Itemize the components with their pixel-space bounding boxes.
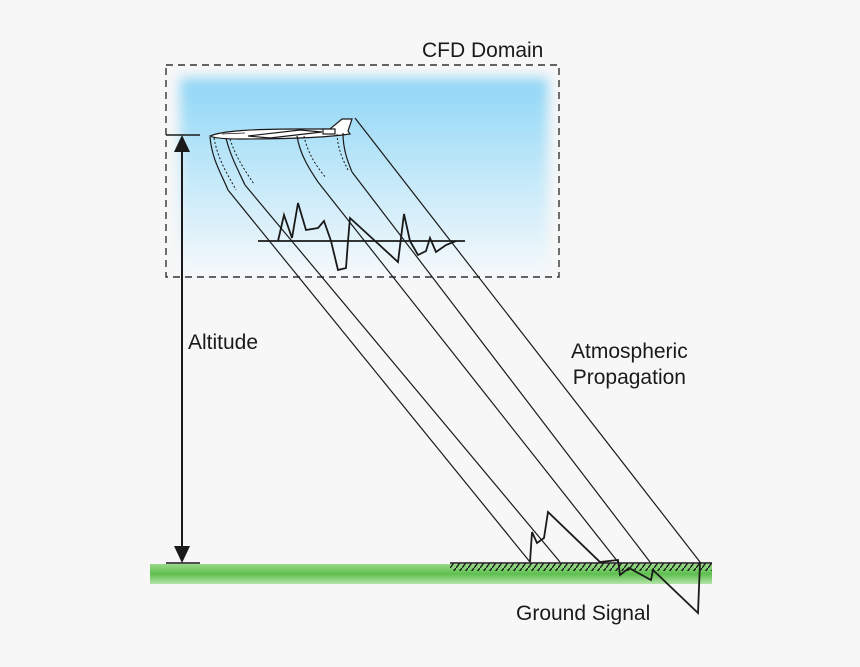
ground-hatch [450, 563, 712, 571]
near-field-shocks [209, 132, 353, 191]
atmospheric-propagation-label: Atmospheric Propagation [571, 339, 688, 392]
altitude-arrow [166, 134, 200, 564]
sky-gradient [180, 78, 548, 274]
cfd-domain-boundary [165, 64, 560, 278]
near-field-signature [258, 202, 465, 272]
ground-signature [529, 510, 701, 616]
altitude-label: Altitude [188, 331, 259, 354]
atmospheric-propagation-line2: Propagation [572, 366, 686, 390]
cfd-domain-label: CFD Domain [422, 39, 544, 62]
near-field-shocks-dotted [213, 133, 349, 191]
ground-signal-label: Ground Signal [516, 602, 651, 625]
atmospheric-propagation-line1: Atmospheric [571, 340, 688, 363]
